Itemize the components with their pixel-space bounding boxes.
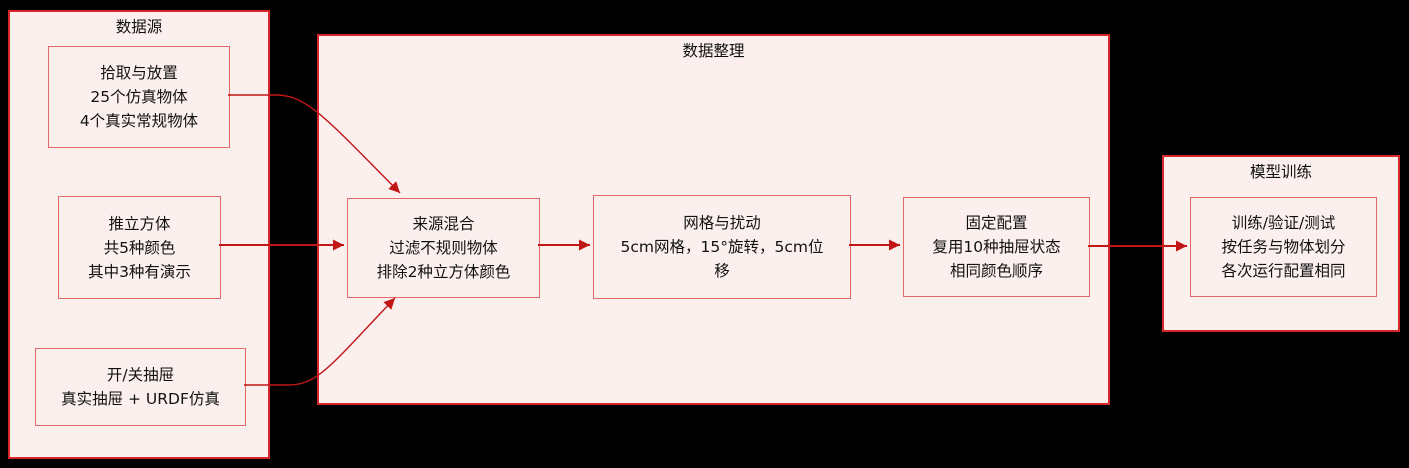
node-text-line: 相同颜色顺序	[949, 262, 1043, 280]
node-text-line: 推立方体	[108, 214, 171, 233]
node-text-line: 固定配置	[965, 214, 1028, 232]
node-text-line: 5cm网格，15°旋转，5cm位	[620, 238, 824, 256]
node-text-line: 25个仿真物体	[90, 88, 188, 106]
node-text-line: 按任务与物体划分	[1221, 238, 1346, 256]
node-text-line: 来源混合	[412, 215, 475, 233]
group-data-sources: 数据源 拾取与放置 25个仿真物体 4个真实常规物体 推立方体 共5种颜色 其中…	[8, 10, 270, 459]
node-text-line: 过滤不规则物体	[389, 239, 498, 257]
node-text-line: 开/关抽屉	[106, 366, 175, 384]
node-push-cube: 推立方体 共5种颜色 其中3种有演示	[58, 196, 221, 299]
node-train-val-test-split: 训练/验证/测试 按任务与物体划分 各次运行配置相同	[1190, 197, 1377, 297]
node-text-line: 训练/验证/测试	[1231, 214, 1336, 232]
node-text-line: 共5种颜色	[103, 238, 176, 257]
group-title-data-curation: 数据整理	[682, 42, 745, 60]
node-text-line: 移	[714, 262, 730, 280]
node-text-line: 真实抽屉 + URDF仿真	[61, 390, 220, 408]
node-grid-and-perturbation: 网格与扰动 5cm网格，15°旋转，5cm位 移	[593, 195, 851, 299]
group-title-model-training: 模型训练	[1249, 163, 1312, 181]
node-text-line: 网格与扰动	[683, 214, 761, 232]
node-source-mixing: 来源混合 过滤不规则物体 排除2种立方体颜色	[347, 198, 540, 298]
node-pick-and-place: 拾取与放置 25个仿真物体 4个真实常规物体	[48, 46, 230, 148]
node-text-line: 拾取与放置	[100, 64, 178, 82]
node-fixed-configuration: 固定配置 复用10种抽屉状态 相同颜色顺序	[903, 197, 1090, 297]
node-text-line: 其中3种有演示	[88, 262, 191, 281]
node-text-line: 4个真实常规物体	[79, 112, 199, 130]
node-open-close-drawer: 开/关抽屉 真实抽屉 + URDF仿真	[35, 348, 246, 426]
group-title-data-sources: 数据源	[115, 18, 163, 36]
node-text-line: 排除2种立方体颜色	[376, 263, 511, 281]
group-data-curation: 数据整理 来源混合 过滤不规则物体 排除2种立方体颜色 网格与扰动 5cm网格，…	[317, 34, 1110, 405]
node-text-line: 复用10种抽屉状态	[932, 238, 1061, 256]
group-model-training: 模型训练 训练/验证/测试 按任务与物体划分 各次运行配置相同	[1162, 155, 1400, 332]
node-text-line: 各次运行配置相同	[1221, 262, 1346, 280]
